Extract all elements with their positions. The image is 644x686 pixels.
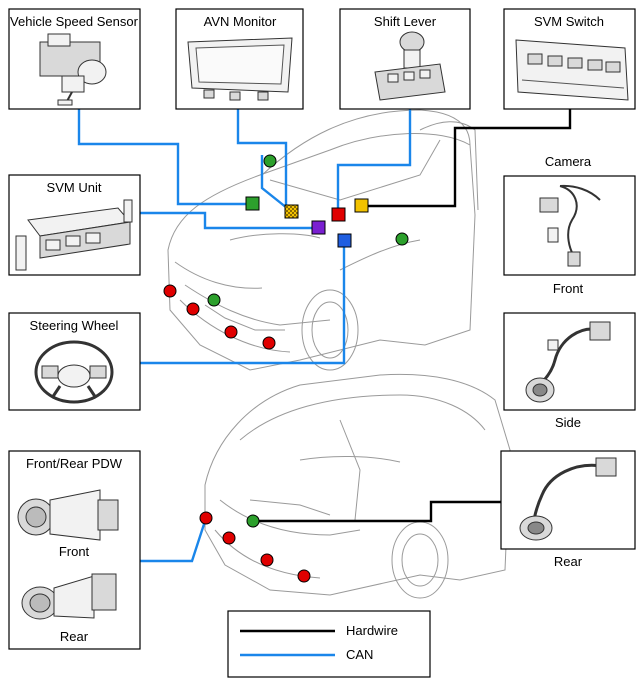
pdw-label: Front/Rear PDW	[26, 456, 123, 471]
front-camera-box	[503, 175, 636, 276]
rear-pdw-sensor-3	[260, 553, 274, 567]
circle-markers	[163, 154, 409, 583]
svm-ecu-icon	[15, 199, 133, 271]
steering-wheel-box: Steering Wheel	[8, 312, 141, 411]
avn-monitor-marker	[284, 204, 299, 219]
front-car-illustration	[167, 109, 479, 371]
front-camera-marker	[263, 154, 277, 168]
front-camera-icon	[539, 184, 601, 267]
svm-switch-box: SVM Switch	[503, 8, 636, 110]
rear-pdw-sensor-4	[297, 569, 311, 583]
shift-lever-label: Shift Lever	[374, 14, 437, 29]
vehicle-speed-sensor-marker	[245, 196, 260, 211]
square-markers	[245, 196, 369, 248]
steering-wheel-icon	[34, 340, 114, 404]
camera-front-label: Front	[553, 281, 584, 296]
camera-label: Camera	[545, 154, 592, 169]
svm-unit-marker	[311, 220, 326, 235]
svm-unit-box: SVM Unit	[8, 174, 141, 276]
abs-module-icon	[39, 33, 107, 106]
front-grille-camera-marker	[207, 293, 221, 307]
side-camera-box	[503, 312, 636, 411]
vehicle-speed-sensor-box: Vehicle Speed Sensor	[8, 8, 141, 110]
svm-switch-marker	[354, 198, 369, 213]
rear-pdw-sensor-1	[199, 511, 213, 525]
pdw-rear-label: Rear	[60, 629, 89, 644]
front-pdw-sensor-4	[262, 336, 276, 350]
side-camera-icon	[525, 321, 611, 403]
hardwire-lines	[253, 109, 572, 523]
front-pdw-sensor-2	[186, 302, 200, 316]
camera-rear-label: Rear	[554, 554, 583, 569]
gear-shifter-icon	[374, 31, 446, 101]
legend-can-label: CAN	[346, 647, 373, 662]
front-pdw-sensor-1	[163, 284, 177, 298]
rear-pdw-sensor-icon	[21, 573, 117, 620]
svm-unit-label: SVM Unit	[47, 180, 102, 195]
rear-camera-marker	[246, 514, 260, 528]
monitor-icon	[187, 37, 293, 101]
pdw-box: Front/Rear PDW Front Rear	[8, 450, 141, 650]
rear-pdw-sensor-2	[222, 531, 236, 545]
legend: Hardwire CAN	[227, 610, 431, 678]
pdw-front-label: Front	[59, 544, 90, 559]
rear-car-illustration	[204, 373, 511, 599]
front-pdw-sensor-icon	[17, 489, 119, 541]
camera-side-label: Side	[555, 415, 581, 430]
legend-hardwire-label: Hardwire	[346, 623, 398, 638]
side-camera-marker	[395, 232, 409, 246]
avn-monitor-box: AVN Monitor	[175, 8, 304, 110]
steering-wheel-marker	[337, 233, 352, 248]
steering-wheel-label: Steering Wheel	[30, 318, 119, 333]
shift-lever-box: Shift Lever	[339, 8, 471, 110]
switch-panel-icon	[515, 39, 629, 101]
rear-camera-box	[500, 450, 636, 550]
svm-switch-label: SVM Switch	[534, 14, 604, 29]
front-pdw-sensor-3	[224, 325, 238, 339]
avn-monitor-label: AVN Monitor	[204, 14, 277, 29]
shift-lever-marker	[331, 207, 346, 222]
vehicle-speed-sensor-label: Vehicle Speed Sensor	[10, 14, 139, 29]
rear-camera-icon	[519, 457, 617, 541]
